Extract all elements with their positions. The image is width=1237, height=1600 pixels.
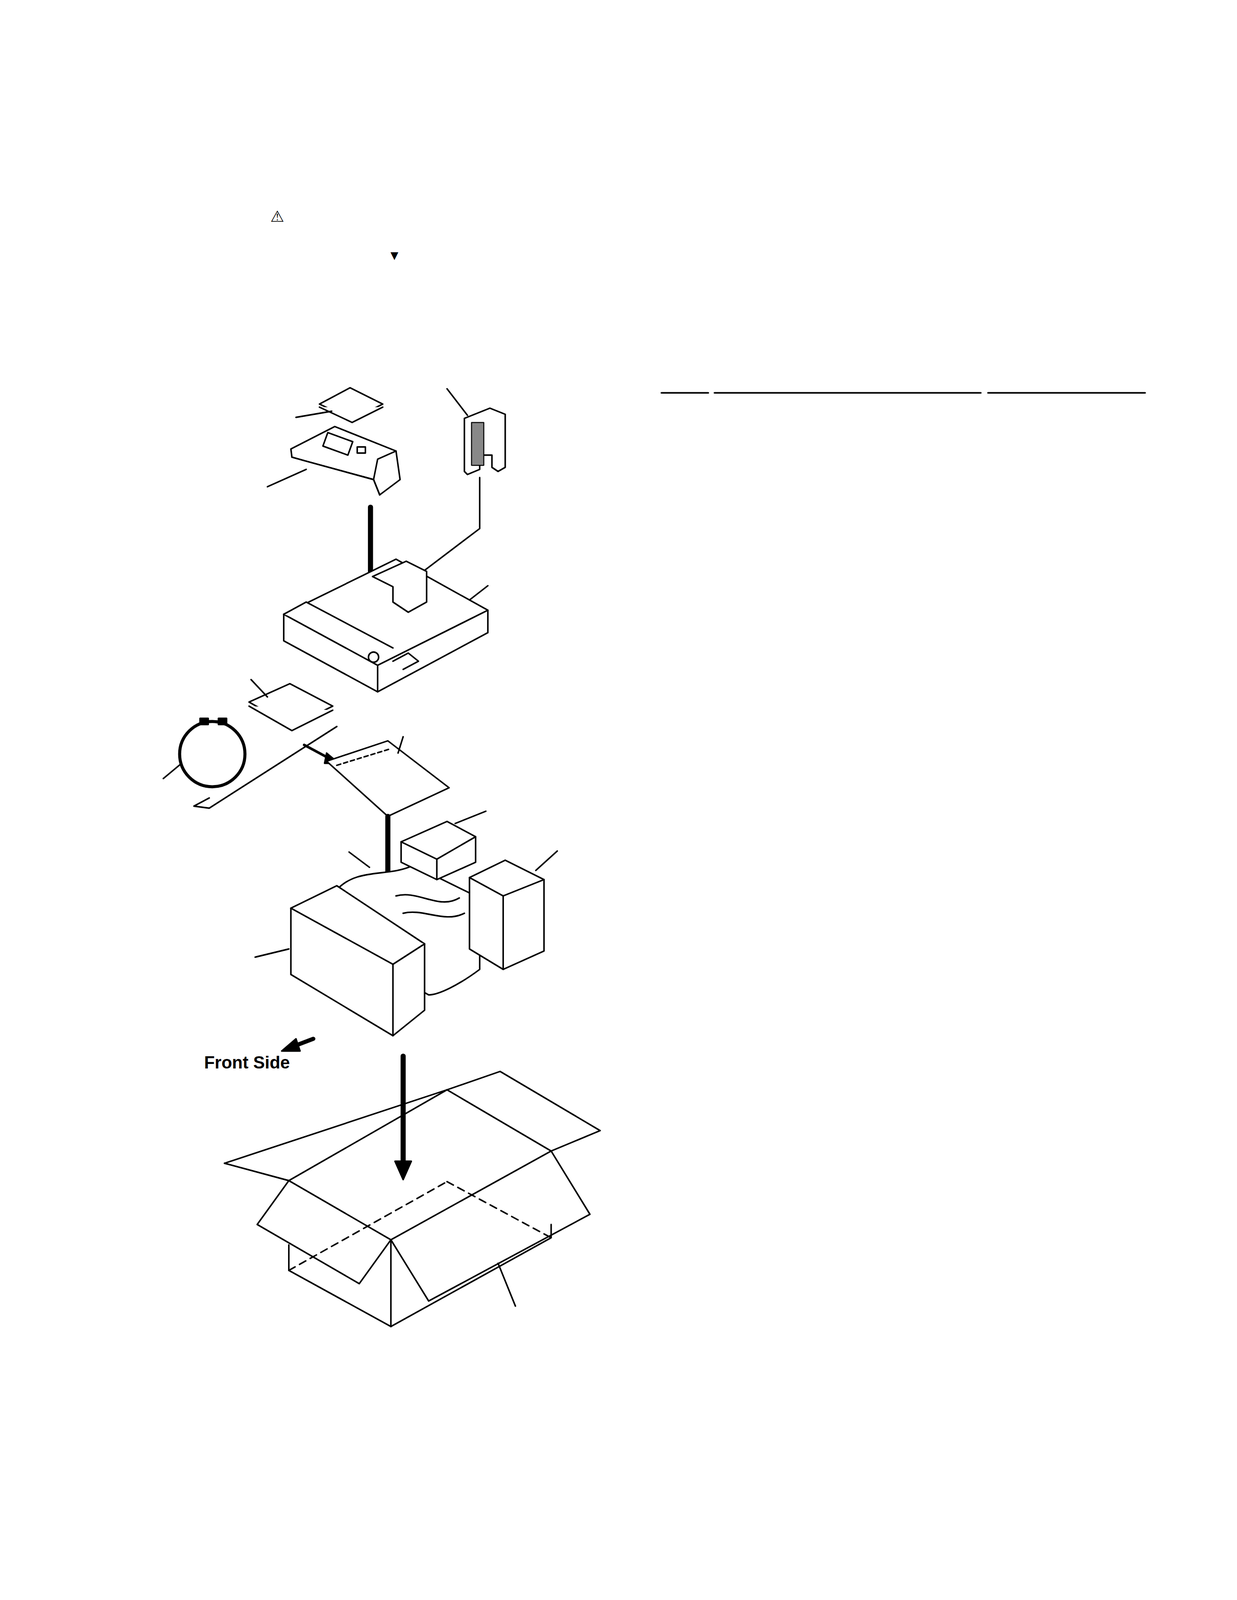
carton-rim	[447, 1090, 552, 1152]
holder-tray	[267, 426, 401, 496]
tray-edge	[373, 451, 397, 480]
leader-line	[296, 411, 333, 418]
leader-line	[535, 851, 558, 871]
carton-rim	[224, 1151, 552, 1241]
leader-line	[255, 949, 289, 958]
carton-flap-right	[391, 1151, 591, 1302]
pad-edge	[502, 896, 504, 970]
pad-hatch	[471, 422, 485, 466]
foam-hole	[368, 652, 379, 663]
leader-line	[469, 586, 489, 601]
leader-line	[447, 388, 468, 416]
rule	[714, 392, 981, 394]
tray-edge	[292, 457, 381, 495]
leader-line	[349, 852, 370, 868]
plug	[218, 718, 227, 725]
tray-detail	[357, 447, 366, 454]
unit-and-pads	[255, 811, 558, 1037]
tray-detail	[322, 432, 353, 456]
carton	[224, 1071, 601, 1328]
foam-edge	[376, 665, 379, 693]
manual-sheet-top	[296, 387, 383, 423]
pad-edge	[392, 964, 394, 1037]
side-pad	[410, 388, 506, 584]
leader-line	[455, 811, 487, 824]
hidden-edge	[288, 1182, 448, 1272]
foam-notch	[392, 653, 419, 670]
symbol-mark: ▼	[387, 249, 401, 263]
leader-line	[267, 469, 307, 487]
leader-line	[251, 679, 268, 698]
placement-line	[416, 477, 480, 577]
foam	[283, 559, 489, 693]
pad	[464, 408, 506, 475]
foam-ridge	[283, 602, 394, 649]
table-header-rules	[661, 392, 1146, 394]
foam-pad	[283, 559, 489, 693]
pad-edge	[400, 836, 476, 860]
front-pad	[290, 885, 425, 1037]
direction-label: Front Side	[204, 1054, 290, 1072]
leader-line	[498, 1263, 516, 1307]
carton-flap-back	[224, 1071, 601, 1164]
symbol-mark: ⚠	[270, 209, 284, 225]
corner-pad	[400, 821, 476, 880]
bag	[326, 741, 450, 817]
accessories	[163, 679, 339, 809]
carton-wall	[391, 1224, 552, 1327]
poly-bag	[326, 737, 450, 817]
foam-block	[372, 561, 427, 613]
pad-edge	[290, 908, 425, 965]
rule	[987, 392, 1146, 394]
carton-wall	[288, 1240, 392, 1327]
bag-seal	[337, 749, 391, 766]
hidden-edge	[447, 1182, 552, 1239]
pad-edge	[469, 877, 544, 897]
front-side-arrow	[281, 1039, 314, 1052]
wrap-folds	[396, 894, 465, 918]
rule	[661, 392, 709, 394]
leader-line	[163, 763, 182, 779]
sheet-edge	[319, 407, 383, 423]
carton-flap-left	[257, 1180, 392, 1284]
pad-edge	[435, 859, 438, 881]
carton-rim	[288, 1090, 448, 1181]
bracket	[194, 726, 338, 809]
side-pad	[469, 860, 544, 970]
manual-edge	[249, 706, 333, 731]
tray	[290, 426, 401, 496]
cable	[179, 721, 245, 788]
plug	[200, 718, 209, 725]
leader-line	[398, 737, 404, 754]
